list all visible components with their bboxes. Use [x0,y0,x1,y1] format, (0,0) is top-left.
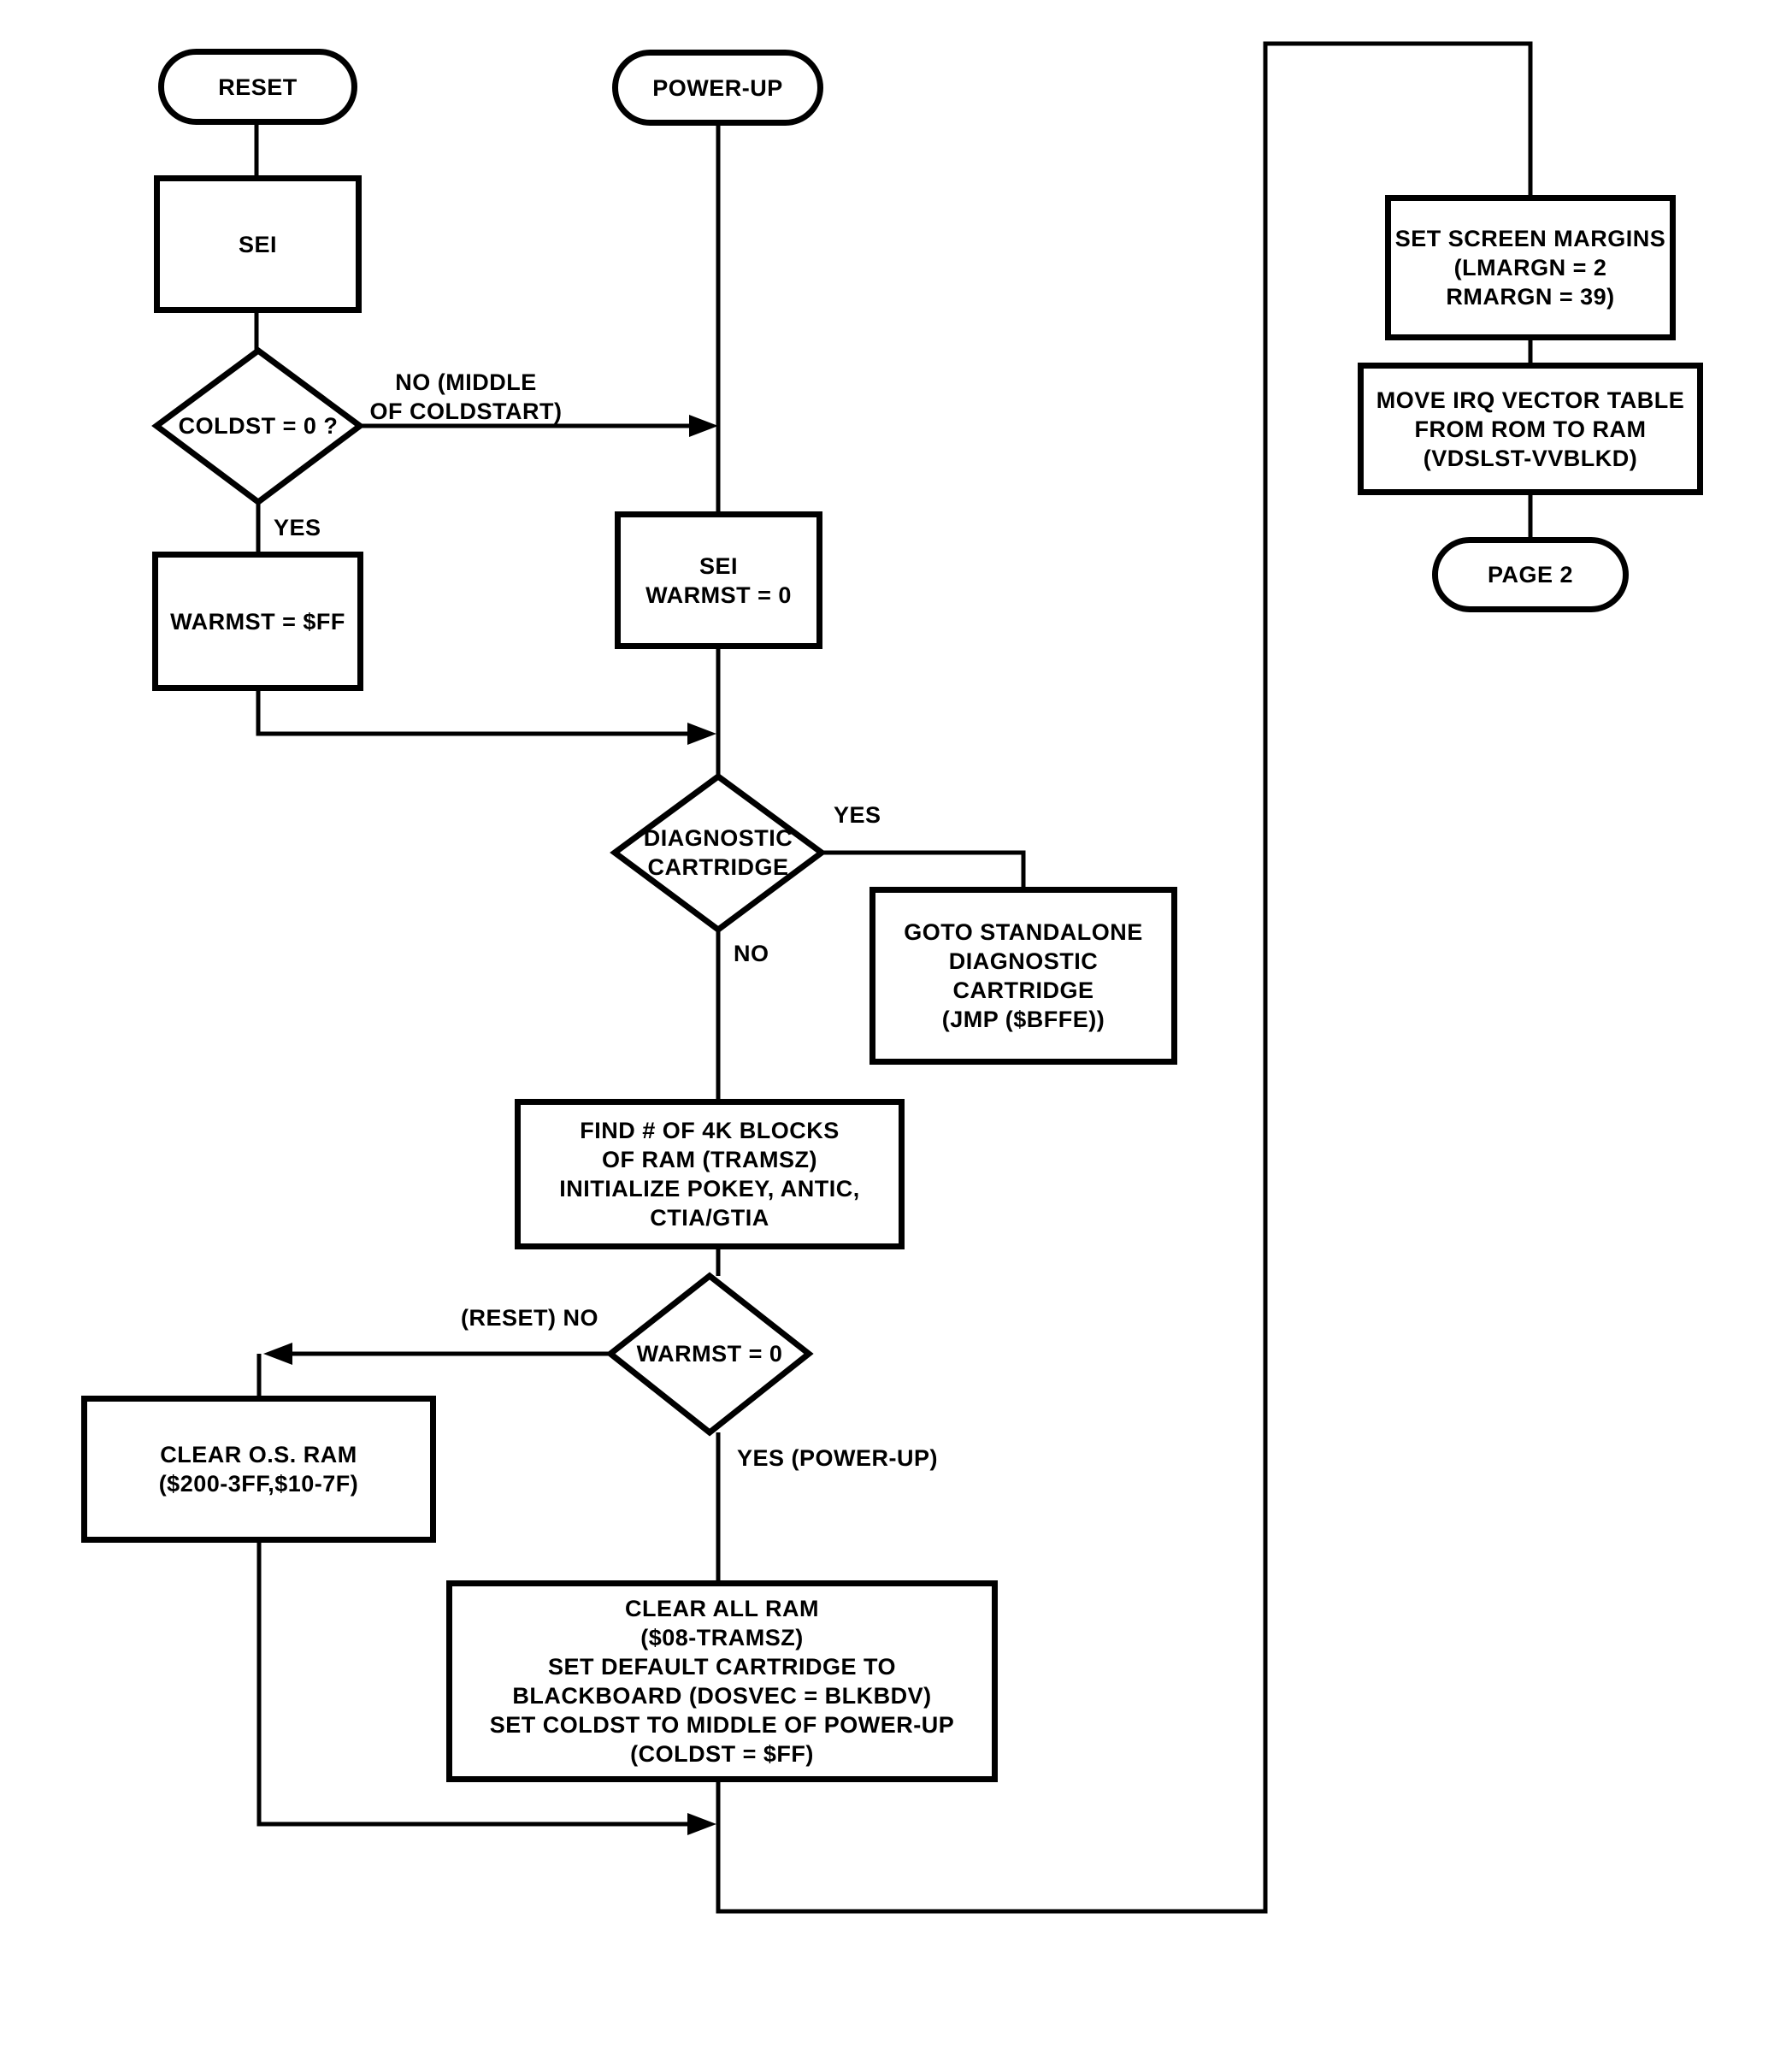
node-find-ram-blocks-process: FIND # OF 4K BLOCKS OF RAM (TRAMSZ) INIT… [515,1099,905,1249]
node-coldst-decision: COLDST = 0 ? [178,413,339,439]
node-clear-os-ram-process: CLEAR O.S. RAM ($200-3FF,$10-7F) [81,1396,436,1543]
edge-label-yes-power-up: YES (POWER-UP) [737,1445,939,1471]
arrowhead-no-coldst [689,415,718,437]
edge-warmstff-merge [256,691,703,736]
edge-clearos-merge [256,1543,703,1827]
edge-label-yes-coldst: YES [274,515,321,540]
edge-clearall-loop [716,41,1533,1914]
node-set-screen-margins-process: SET SCREEN MARGINS (LMARGN = 2 RMARGN = … [1385,195,1676,340]
node-clear-all-ram-process: CLEAR ALL RAM ($08-TRAMSZ) SET DEFAULT C… [446,1580,998,1782]
edge-label-yes-diagnostic: YES [834,802,881,828]
node-goto-standalone-process: GOTO STANDALONE DIAGNOSTIC CARTRIDGE (JM… [869,887,1177,1065]
node-sei-process: SEI [154,175,362,313]
arrowhead-warmst0-no [263,1343,292,1365]
node-move-irq-vector-process: MOVE IRQ VECTOR TABLE FROM ROM TO RAM (V… [1358,363,1703,495]
edge-label-no-middle-of-coldstart: NO (MIDDLE OF COLDSTART) [369,369,563,424]
node-page-2-terminal: PAGE 2 [1432,537,1629,612]
arrowhead-clearos-merge [687,1813,716,1835]
node-warmst-ff-process: WARMST = $FF [152,552,363,691]
edge-label-reset-no: (RESET) NO [460,1305,598,1331]
node-reset-terminal: RESET [158,49,357,125]
warmst0-diamond [605,1272,814,1437]
node-sei-warmst-process: SEI WARMST = 0 [615,511,822,649]
arrowhead-warmstff-merge [687,723,716,745]
node-diagnostic-cartridge-decision: DIAGNOSTIC CARTRIDGE [643,825,793,880]
node-power-up-terminal: POWER-UP [612,50,823,126]
edge-label-no-diagnostic: NO [734,941,769,966]
edge-diag-yes [822,850,1026,887]
node-warmst-0-decision: WARMST = 0 [636,1341,783,1367]
